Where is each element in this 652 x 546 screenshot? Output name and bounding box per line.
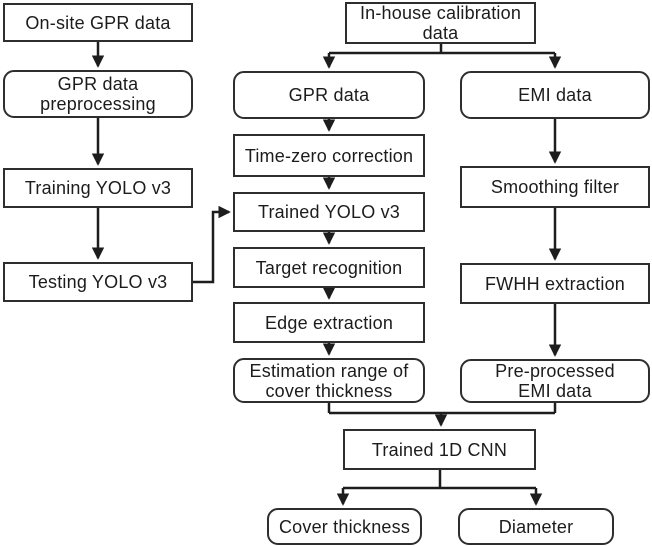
node-smoothing-filter: Smoothing filter [460,166,650,208]
node-inhouse-calibration-data: In-house calibration data [345,2,536,44]
edge-merge-bar [327,402,557,415]
node-trained-yolo-v3: Trained YOLO v3 [233,192,425,232]
node-edge-extraction: Edge extraction [233,302,425,343]
node-fwhh-extraction: FWHH extraction [460,263,650,304]
node-cover-thickness: Cover thickness [267,508,422,545]
node-training-yolo-v3: Training YOLO v3 [3,168,193,208]
node-time-zero-correction: Time-zero correction [233,134,425,177]
node-gpr-data-preprocessing: GPR data preprocessing [3,70,193,118]
node-testing-yolo-v3: Testing YOLO v3 [3,262,193,302]
edge-testing-to-trained-yolo [193,205,231,284]
node-diameter: Diameter [458,508,614,545]
node-emi-data: EMI data [460,71,650,119]
node-gpr-data: GPR data [233,71,425,119]
node-target-recognition: Target recognition [233,247,425,288]
node-preprocessed-emi-data: Pre-processed EMI data [460,359,650,403]
edge-inhouse-split [329,44,555,55]
edge-output-split-bar [343,470,536,490]
node-onsite-gpr-data: On-site GPR data [3,3,193,42]
node-estimation-range: Estimation range of cover thickness [233,358,425,403]
node-trained-1d-cnn: Trained 1D CNN [343,429,536,470]
